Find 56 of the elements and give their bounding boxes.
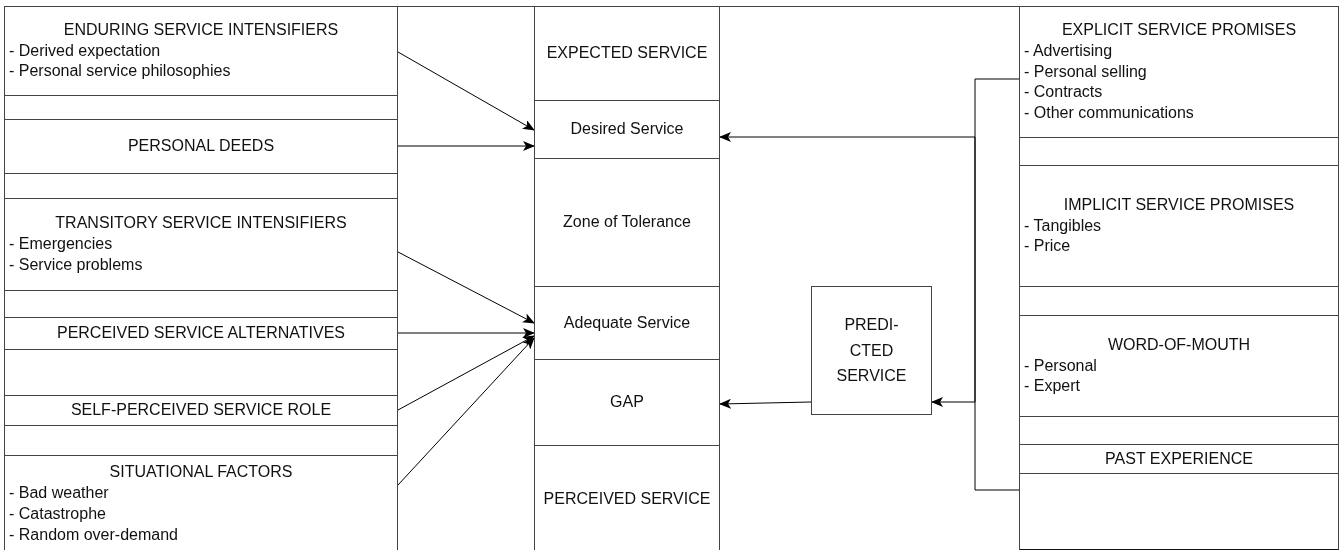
source-box bbox=[1019, 165, 1339, 287]
factor-item: - Bad weather bbox=[9, 483, 110, 504]
service-level-box bbox=[534, 6, 720, 101]
factor-item: - Random over-demand bbox=[9, 524, 179, 545]
source-box bbox=[1019, 315, 1339, 417]
arrow bbox=[397, 51, 535, 131]
arrow bbox=[397, 337, 535, 486]
factor-heading: EXPLICIT SERVICE PROMISES bbox=[1060, 20, 1298, 40]
box-label: EXPECTED SERVICE bbox=[545, 43, 709, 64]
service-level-box bbox=[534, 100, 720, 159]
box-label: SELF-PERCEIVED SERVICE ROLE bbox=[69, 400, 333, 421]
box-label: PERSONAL DEEDS bbox=[126, 136, 276, 157]
factor-heading: SITUATIONAL FACTORS bbox=[108, 462, 294, 483]
box-label: Desired Service bbox=[569, 119, 685, 140]
factor-heading: TRANSITORY SERVICE INTENSIFIERS bbox=[54, 213, 348, 234]
arrow bbox=[397, 141, 535, 151]
source-box bbox=[1019, 444, 1339, 474]
source-column bbox=[1019, 6, 1339, 550]
service-level-box bbox=[534, 445, 720, 550]
box-label: PERCEIVED SERVICE bbox=[542, 488, 712, 509]
factor-heading: WORD-OF-MOUTH bbox=[1106, 334, 1252, 355]
factor-heading: ENDURING SERVICE INTENSIFIERS bbox=[62, 19, 340, 40]
arrow bbox=[719, 398, 812, 409]
box-label: PAST EXPERIENCE bbox=[1104, 448, 1254, 469]
factor-box bbox=[4, 119, 398, 174]
factor-item: - Personal service philosophies bbox=[9, 61, 232, 82]
factor-item: - Service problems bbox=[9, 254, 144, 275]
factor-item: - Personal selling bbox=[1024, 61, 1148, 82]
factor-item: - Emergencies bbox=[9, 234, 114, 255]
service-level-box bbox=[534, 286, 720, 360]
factor-box bbox=[4, 317, 398, 350]
box-label: PERCEIVED SERVICE ALTERNATIVES bbox=[55, 323, 347, 344]
factor-box bbox=[4, 198, 398, 291]
service-level-box bbox=[534, 158, 720, 287]
factor-box bbox=[4, 395, 398, 426]
arrow bbox=[397, 335, 535, 411]
factor-item: - Derived expectation bbox=[9, 40, 162, 61]
factor-item: - Advertising bbox=[1024, 40, 1114, 61]
service-level-box bbox=[534, 359, 720, 446]
factor-heading: IMPLICIT SERVICE PROMISES bbox=[1062, 194, 1296, 215]
factor-item: - Contracts bbox=[1024, 82, 1104, 103]
arrow bbox=[719, 132, 1020, 491]
box-label: Zone of Tolerance bbox=[562, 212, 692, 233]
factor-item: - Tangibles bbox=[1024, 215, 1103, 236]
arrow bbox=[397, 328, 535, 338]
arrow bbox=[397, 251, 535, 324]
factor-item: - Catastrophe bbox=[9, 504, 107, 524]
factor-item: - Expert bbox=[1024, 376, 1081, 397]
box-label: GAP bbox=[609, 392, 645, 413]
factor-item: - Price bbox=[1024, 236, 1072, 257]
arrow bbox=[931, 78, 1020, 407]
box-label: Adequate Service bbox=[562, 312, 692, 333]
box-label: PREDI- CTED SERVICE bbox=[835, 315, 908, 387]
factor-item: - Other communications bbox=[1024, 103, 1195, 124]
predicted-service-box bbox=[811, 286, 932, 415]
factor-item: - Personal bbox=[1024, 355, 1098, 376]
